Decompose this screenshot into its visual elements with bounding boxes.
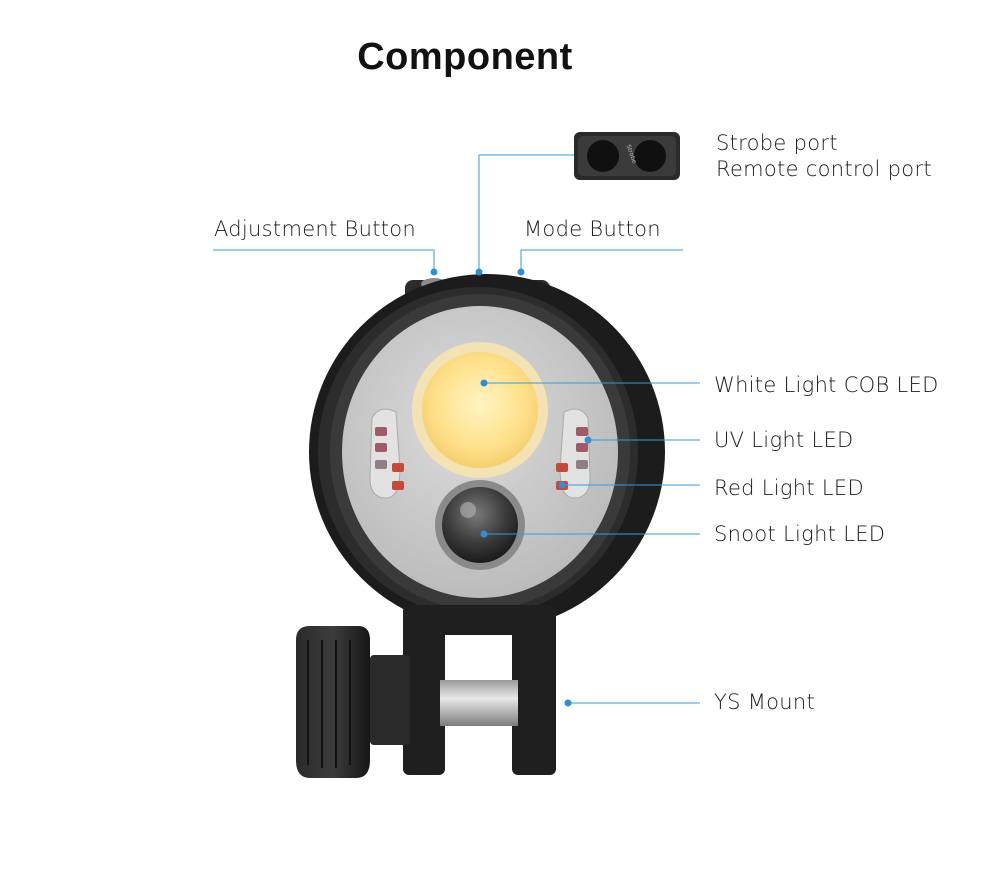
remote-control-port <box>634 140 666 172</box>
label-uv-led: UV Light LED <box>714 428 854 452</box>
label-adjustment-button: Adjustment Button <box>214 217 417 241</box>
strobe-port <box>587 140 619 172</box>
right-led-strip <box>556 408 591 499</box>
label-remote-control-port: Remote control port <box>716 157 932 181</box>
mount-knob <box>296 626 370 778</box>
light-head <box>309 274 665 630</box>
leader-dots <box>430 268 592 707</box>
diagram-title: Component <box>357 36 573 78</box>
snoot-lens <box>442 487 518 563</box>
leader-lines <box>213 154 700 704</box>
white-cob-led <box>422 352 538 468</box>
leader-mode <box>520 249 683 272</box>
label-strobe-port: Strobe port <box>716 131 838 155</box>
ys-mount <box>296 605 556 778</box>
leader-adjustment <box>213 249 435 272</box>
label-white-cob-led: White Light COB LED <box>714 373 939 397</box>
label-snoot-led: Snoot Light LED <box>714 522 886 546</box>
leader-port <box>478 154 574 272</box>
mount-rod <box>440 680 518 726</box>
label-ys-mount: YS Mount <box>714 690 816 714</box>
label-red-led: Red Light LED <box>714 476 864 500</box>
red-led <box>556 463 568 472</box>
uv-led <box>576 427 588 436</box>
label-mode-button: Mode Button <box>524 217 661 241</box>
left-led-strip <box>369 408 404 499</box>
strobe-port-module: Strobe <box>574 132 680 180</box>
